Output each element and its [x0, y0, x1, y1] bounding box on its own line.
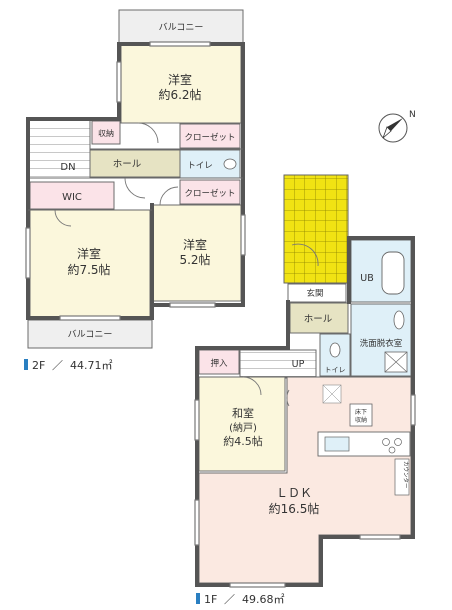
- caption-1f-marker: [196, 593, 200, 604]
- western-3-size: 5.2帖: [179, 252, 210, 267]
- japanese-name: 和室: [232, 406, 254, 420]
- oshiire-label: 押入: [210, 358, 228, 369]
- japanese-sub: (納戸): [229, 421, 257, 434]
- bathtub-icon: [381, 251, 405, 295]
- western-3-name: 洋室: [183, 237, 207, 252]
- storage-label: 収納: [98, 128, 114, 138]
- toilet-2f-label: トイレ: [187, 161, 213, 171]
- stove-icon: [382, 438, 390, 446]
- toilet-bowl-2f: [223, 158, 237, 170]
- compass-ring: [378, 113, 408, 143]
- ldk-name: ＬＤＫ: [276, 486, 312, 500]
- hall-2f-label: ホール: [113, 159, 142, 170]
- western-2-size: 約7.5帖: [67, 262, 110, 277]
- ub-label: UB: [360, 273, 373, 284]
- oshiire: [198, 349, 240, 375]
- western-1-name: 洋室: [168, 72, 192, 87]
- hall-2f: [89, 149, 181, 178]
- closet-2: [179, 179, 241, 205]
- underfloor-label-2: 収納: [355, 416, 367, 424]
- compass-arrow-icon: [387, 118, 403, 131]
- wic-label: WIC: [62, 192, 82, 203]
- entrance: [287, 283, 347, 303]
- counter-vertical: [394, 458, 410, 496]
- caption-2f-level: 2F: [32, 359, 45, 372]
- japanese-size: 約4.5帖: [223, 434, 263, 448]
- stairs-2f: [27, 118, 91, 179]
- closet-1-label: クローゼット: [184, 132, 235, 143]
- wic: [29, 181, 115, 210]
- room-western-1: [120, 44, 242, 124]
- caption-2f-sep: ／: [52, 359, 63, 372]
- caption-2f-marker: [24, 359, 28, 370]
- closet-1: [179, 123, 241, 149]
- compass-label: N: [409, 110, 416, 120]
- porch-tiles: [283, 174, 349, 284]
- stairs-1f: [239, 349, 317, 379]
- kitchen-sink-icon: [324, 436, 350, 452]
- balcony-bottom-label: バルコニー: [68, 329, 113, 340]
- caption-1f-area: 49.68㎡: [242, 593, 285, 606]
- ldk-size: 約16.5帖: [269, 501, 320, 516]
- underfloor-storage: [349, 403, 373, 427]
- western-1-size: 約6.2帖: [158, 87, 201, 102]
- caption-1f-level: 1F: [204, 593, 217, 606]
- hall-1f-label: ホール: [304, 314, 333, 325]
- floor-2f: バルコニー 洋室 約6.2帖 クローゼット クローゼット DN 収納 ホール ト…: [25, 9, 246, 349]
- balcony-top-label: バルコニー: [159, 22, 204, 33]
- washroom-label: 洗面脱衣室: [360, 338, 403, 349]
- up-label: UP: [292, 359, 305, 370]
- toilet-1f-label: トイレ: [325, 366, 346, 374]
- counter-label: カウンター: [402, 461, 410, 489]
- balcony-top: [118, 9, 244, 44]
- entrance-label: 玄関: [306, 288, 323, 299]
- sink-icon: [393, 310, 405, 330]
- caption-2f-area: 44.71㎡: [70, 359, 113, 372]
- underfloor-label-1: 床下: [355, 408, 367, 416]
- room-western-2: [29, 209, 151, 319]
- compass: N: [378, 110, 416, 143]
- closet-2-label: クローゼット: [184, 188, 235, 199]
- dn-label: DN: [60, 162, 75, 173]
- caption-1f-sep: ／: [224, 593, 235, 606]
- western-2-name: 洋室: [77, 246, 101, 261]
- toilet-bowl-1f: [329, 342, 341, 358]
- floor-1f: 玄関 UB ホール 洗面脱衣室 押入 UP トイレ 和室 (納戸) 約4.5帖 …: [194, 174, 416, 588]
